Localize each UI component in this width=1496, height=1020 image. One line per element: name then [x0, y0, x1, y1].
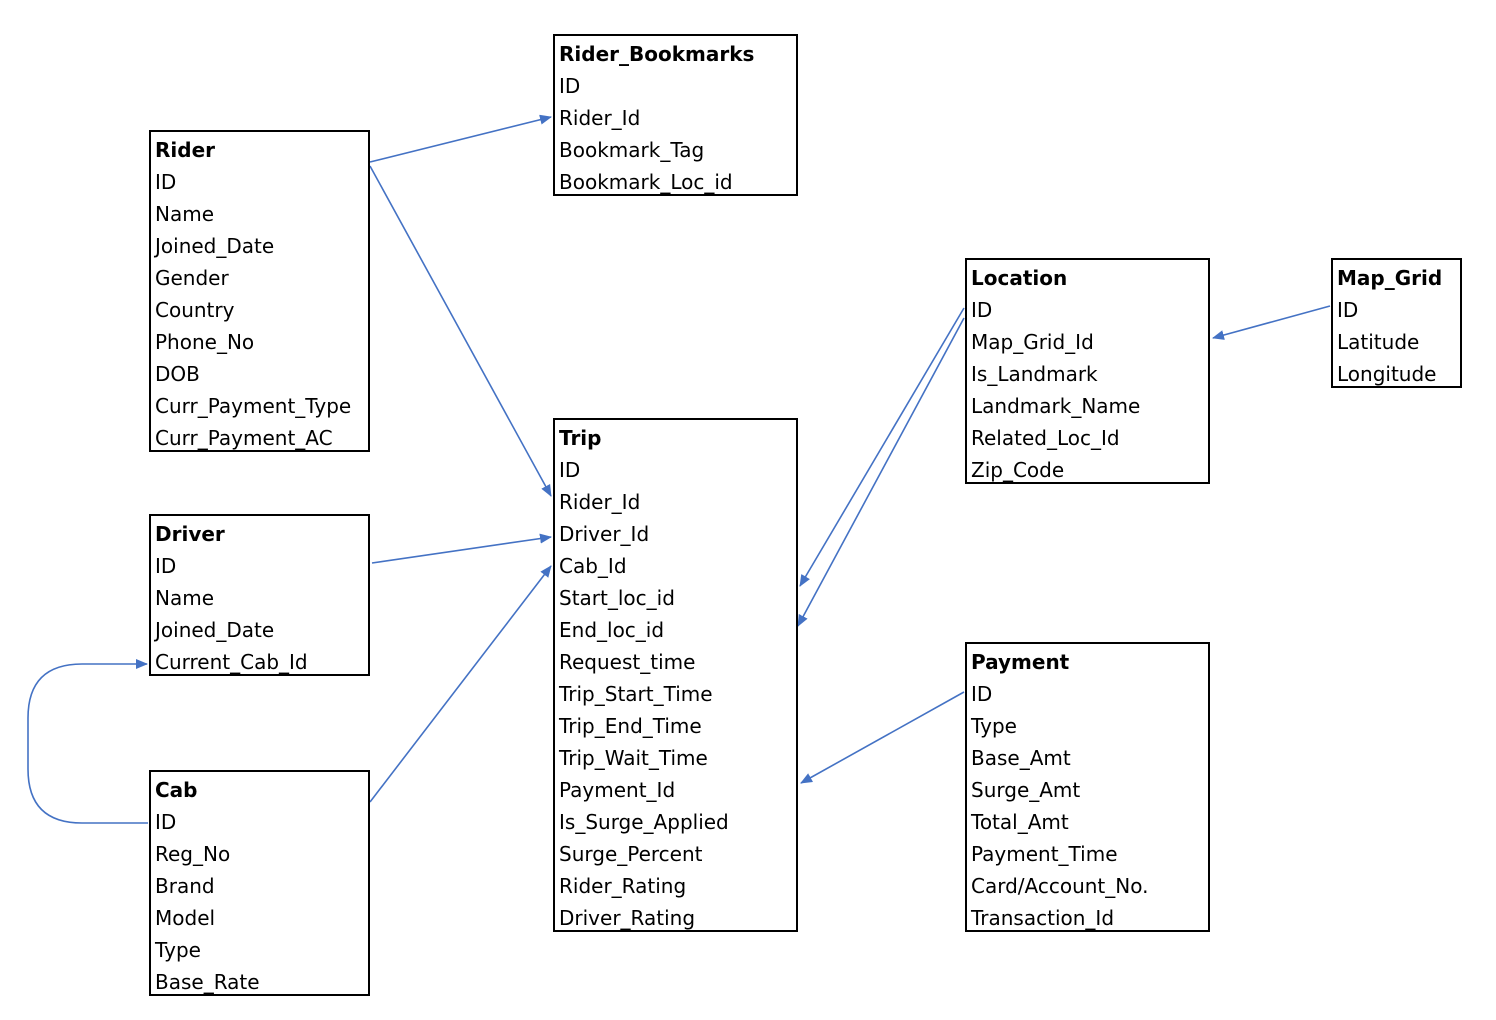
- trip-fields: ID Rider_Id Driver_Id Cab_Id Start_loc_i…: [559, 454, 796, 934]
- entity-field: Cab_Id: [559, 554, 627, 578]
- rider-bookmarks-fields: ID Rider_Id Bookmark_Tag Bookmark_Loc_id: [559, 70, 796, 198]
- entity-field: Surge_Percent: [559, 842, 703, 866]
- entity-field: Zip_Code: [971, 458, 1065, 482]
- payment-to-trip-connector: [800, 691, 965, 784]
- entity-field: Curr_Payment_AC: [155, 426, 333, 450]
- entity-field: Longitude: [1337, 362, 1437, 386]
- location-entity: Location ID Map_Grid_Id Is_Landmark Land…: [965, 258, 1210, 484]
- entity-field: Curr_Payment_Type: [155, 394, 352, 418]
- entity-field: Gender: [155, 266, 229, 290]
- entity-field: Name: [155, 586, 215, 610]
- entity-field: Trip_End_Time: [559, 714, 702, 738]
- entity-field: Model: [155, 906, 216, 930]
- entity-field: Base_Amt: [971, 746, 1071, 770]
- rider-to-bookmarks-connector: [369, 114, 552, 163]
- entity-field: Brand: [155, 874, 215, 898]
- trip-title: Trip: [559, 426, 602, 450]
- entity-field: ID: [155, 810, 177, 834]
- map-grid-entity: Map_Grid ID Latitude Longitude: [1331, 258, 1462, 388]
- rider-entity: Rider ID Name Joined_Date Gender Country…: [149, 130, 370, 452]
- rider-to-trip-connector: [369, 165, 552, 497]
- entity-field: Type: [971, 714, 1017, 738]
- entity-field: Transaction_Id: [971, 906, 1115, 930]
- entity-field: Joined_Date: [155, 618, 275, 642]
- entity-field: Card/Account_No.: [971, 874, 1149, 898]
- entity-field: Is_Surge_Applied: [559, 810, 729, 834]
- map-grid-to-location-connector: [1212, 305, 1331, 340]
- entity-field: ID: [155, 554, 177, 578]
- entity-field: Name: [155, 202, 215, 226]
- rider-bookmarks-entity: Rider_Bookmarks ID Rider_Id Bookmark_Tag…: [553, 34, 798, 196]
- entity-field: Rider_Rating: [559, 874, 687, 898]
- entity-field: Surge_Amt: [971, 778, 1081, 802]
- entity-field: ID: [971, 298, 993, 322]
- entity-field: Driver_Id: [559, 522, 650, 546]
- entity-field: Start_loc_id: [559, 586, 675, 610]
- location-fields: ID Map_Grid_Id Is_Landmark Landmark_Name…: [971, 294, 1208, 486]
- trip-entity: Trip ID Rider_Id Driver_Id Cab_Id Start_…: [553, 418, 798, 932]
- location-title: Location: [971, 266, 1068, 290]
- location-to-trip-start-connector: [799, 307, 965, 587]
- entity-field: Latitude: [1337, 330, 1420, 354]
- entity-field: Payment_Id: [559, 778, 676, 802]
- payment-fields: ID Type Base_Amt Surge_Amt Total_Amt Pay…: [971, 678, 1208, 934]
- entity-field: Bookmark_Loc_id: [559, 170, 733, 194]
- cab-to-driver-connector: [27, 659, 148, 824]
- entity-field: Current_Cab_Id: [155, 650, 308, 674]
- entity-field: Is_Landmark: [971, 362, 1098, 386]
- map-grid-fields: ID Latitude Longitude: [1337, 294, 1460, 390]
- entity-field: Rider_Id: [559, 490, 641, 514]
- entity-field: DOB: [155, 362, 200, 386]
- rider-title: Rider: [155, 138, 215, 162]
- cab-fields: ID Reg_No Brand Model Type Base_Rate: [155, 806, 368, 998]
- rider-fields: ID Name Joined_Date Gender Country Phone…: [155, 166, 368, 454]
- cab-title: Cab: [155, 778, 198, 802]
- cab-entity: Cab ID Reg_No Brand Model Type Base_Rate: [149, 770, 370, 996]
- entity-field: Base_Rate: [155, 970, 260, 994]
- entity-field: Rider_Id: [559, 106, 641, 130]
- entity-field: ID: [559, 458, 581, 482]
- entity-field: Trip_Start_Time: [559, 682, 713, 706]
- cab-to-trip-connector: [369, 565, 552, 803]
- map-grid-title: Map_Grid: [1337, 266, 1443, 290]
- entity-field: Joined_Date: [155, 234, 275, 258]
- entity-field: Bookmark_Tag: [559, 138, 705, 162]
- entity-field: End_loc_id: [559, 618, 665, 642]
- entity-field: Payment_Time: [971, 842, 1118, 866]
- location-to-trip-end-connector: [797, 317, 965, 627]
- entity-field: Landmark_Name: [971, 394, 1141, 418]
- entity-field: Type: [155, 938, 201, 962]
- entity-field: ID: [1337, 298, 1359, 322]
- entity-field: Driver_Rating: [559, 906, 696, 930]
- entity-field: ID: [971, 682, 993, 706]
- entity-field: Reg_No: [155, 842, 231, 866]
- entity-field: ID: [155, 170, 177, 194]
- entity-field: Map_Grid_Id: [971, 330, 1094, 354]
- entity-field: Trip_Wait_Time: [559, 746, 708, 770]
- entity-field: ID: [559, 74, 581, 98]
- entity-field: Total_Amt: [971, 810, 1069, 834]
- entity-field: Phone_No: [155, 330, 255, 354]
- driver-title: Driver: [155, 522, 225, 546]
- payment-title: Payment: [971, 650, 1070, 674]
- payment-entity: Payment ID Type Base_Amt Surge_Amt Total…: [965, 642, 1210, 932]
- entity-field: Request_time: [559, 650, 696, 674]
- driver-to-trip-connector: [371, 533, 552, 564]
- entity-field: Country: [155, 298, 235, 322]
- rider-bookmarks-title: Rider_Bookmarks: [559, 42, 755, 66]
- driver-fields: ID Name Joined_Date Current_Cab_Id: [155, 550, 368, 678]
- driver-entity: Driver ID Name Joined_Date Current_Cab_I…: [149, 514, 370, 676]
- entity-field: Related_Loc_Id: [971, 426, 1120, 450]
